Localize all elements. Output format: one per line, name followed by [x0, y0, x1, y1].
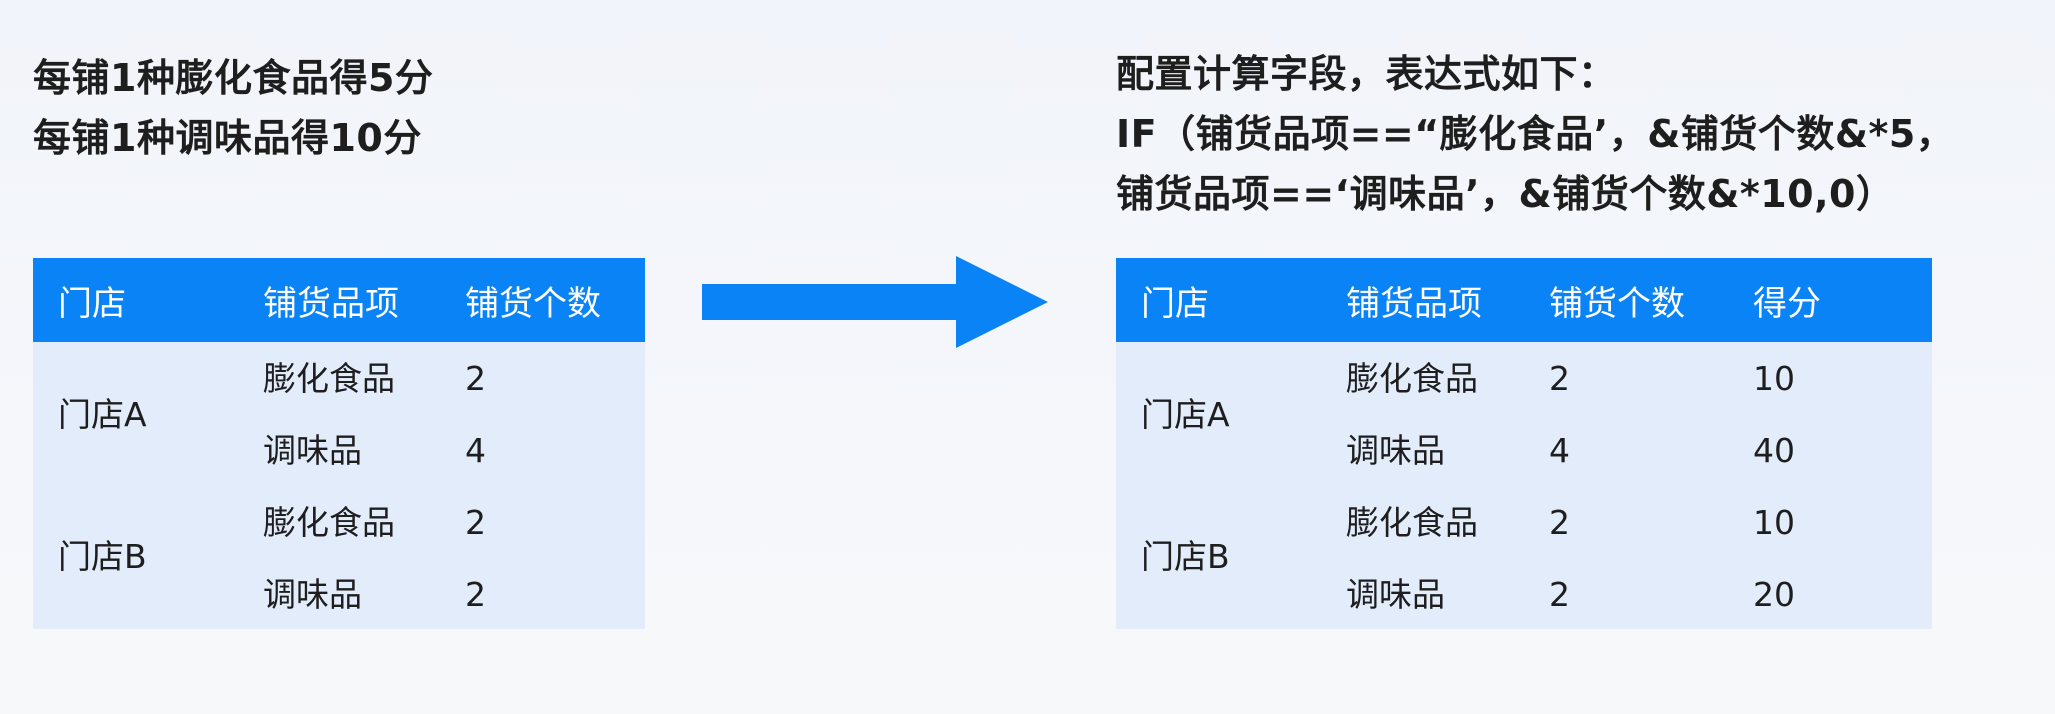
rule-line-1: 每铺1种膨化食品得5分 — [33, 56, 434, 100]
item-cell: 膨化食品 — [263, 359, 395, 398]
rule-line-2: 每铺1种调味品得10分 — [33, 116, 422, 160]
formula-line-2: IF（铺货品项==“膨化食品’，&铺货个数&*5， — [1116, 112, 1955, 156]
count-cell: 4 — [1549, 431, 1570, 470]
store-cell-a: 门店A — [1141, 395, 1230, 434]
count-cell: 2 — [465, 359, 486, 398]
header-store: 门店 — [58, 283, 126, 324]
result-table: 门店 铺货品项 铺货个数 得分 门店A 门店B 膨化食品 2 10 调味品 4 … — [1116, 258, 1932, 629]
count-cell: 2 — [465, 503, 486, 542]
count-cell: 2 — [1549, 359, 1570, 398]
source-table: 门店 铺货品项 铺货个数 门店A 门店B 膨化食品 2 调味品 4 膨化食品 2… — [33, 258, 645, 629]
header-item: 铺货品项 — [1346, 283, 1482, 324]
item-cell: 调味品 — [263, 431, 362, 470]
formula-description: 配置计算字段，表达式如下： IF（铺货品项==“膨化食品’，&铺货个数&*5， … — [1116, 44, 1954, 224]
result-table-header: 门店 铺货品项 铺货个数 得分 — [1116, 258, 1932, 342]
store-cell-b: 门店B — [58, 537, 147, 576]
header-count: 铺货个数 — [1549, 283, 1685, 324]
source-table-body: 门店A 门店B 膨化食品 2 调味品 4 膨化食品 2 调味品 2 — [33, 342, 645, 629]
item-cell: 膨化食品 — [263, 503, 395, 542]
store-cell-b: 门店B — [1141, 537, 1230, 576]
score-cell: 40 — [1753, 431, 1795, 470]
item-cell: 膨化食品 — [1346, 359, 1478, 398]
item-cell: 调味品 — [263, 575, 362, 614]
formula-line-3: 铺货品项==‘调味品’，&铺货个数&*10,0） — [1116, 172, 1895, 216]
header-count: 铺货个数 — [465, 283, 601, 324]
header-score: 得分 — [1753, 283, 1821, 324]
scoring-rules: 每铺1种膨化食品得5分 每铺1种调味品得10分 — [33, 48, 433, 168]
header-store: 门店 — [1141, 283, 1209, 324]
count-cell: 4 — [465, 431, 486, 470]
header-item: 铺货品项 — [263, 283, 399, 324]
item-cell: 调味品 — [1346, 575, 1445, 614]
formula-line-1: 配置计算字段，表达式如下： — [1116, 52, 1617, 96]
store-cell-a: 门店A — [58, 395, 147, 434]
score-cell: 20 — [1753, 575, 1795, 614]
source-table-header: 门店 铺货品项 铺货个数 — [33, 258, 645, 342]
score-cell: 10 — [1753, 359, 1795, 398]
result-table-body: 门店A 门店B 膨化食品 2 10 调味品 4 40 膨化食品 2 10 调味品… — [1116, 342, 1932, 629]
count-cell: 2 — [1549, 575, 1570, 614]
count-cell: 2 — [1549, 503, 1570, 542]
score-cell: 10 — [1753, 503, 1795, 542]
right-arrow-icon — [702, 256, 1048, 348]
item-cell: 调味品 — [1346, 431, 1445, 470]
item-cell: 膨化食品 — [1346, 503, 1478, 542]
count-cell: 2 — [465, 575, 486, 614]
